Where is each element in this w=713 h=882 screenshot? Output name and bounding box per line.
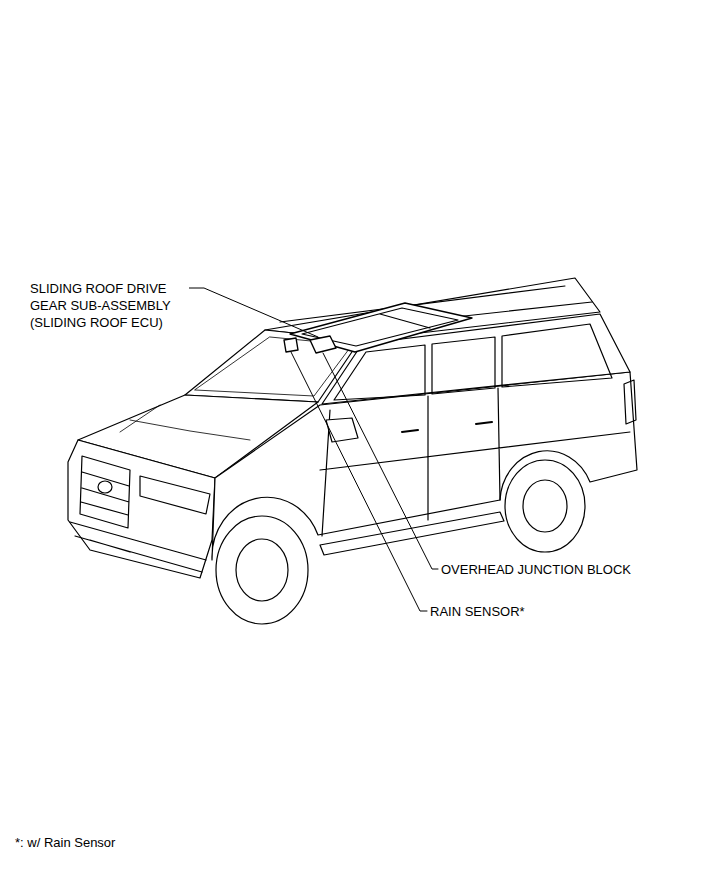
front-tire xyxy=(216,516,308,624)
rear-tire xyxy=(505,460,585,552)
footnote: *: w/ Rain Sensor xyxy=(14,834,116,851)
rain-sensor xyxy=(284,338,298,352)
overhead-junction-block xyxy=(310,336,336,353)
bumper xyxy=(70,522,206,572)
headlight xyxy=(140,476,210,514)
grille xyxy=(80,456,130,528)
leader-line xyxy=(323,353,438,569)
leader-line xyxy=(291,352,427,611)
door-handle xyxy=(402,422,492,432)
sliding-roof-frame xyxy=(290,303,472,352)
rear-wheel xyxy=(523,480,567,532)
part-label: OVERHEAD JUNCTION BLOCK xyxy=(440,561,632,578)
running-board xyxy=(320,512,504,555)
windshield-inner xyxy=(195,337,352,396)
mirror xyxy=(326,418,358,442)
rear-door-window xyxy=(432,337,495,394)
emblem xyxy=(98,481,112,493)
tail-light xyxy=(624,380,636,424)
front-door-window xyxy=(334,345,425,400)
hood-line xyxy=(120,405,250,440)
front-wheel xyxy=(236,539,288,601)
part-label: RAIN SENSOR* xyxy=(429,603,526,620)
part-label: SLIDING ROOF DRIVE GEAR SUB-ASSEMBLY (SL… xyxy=(29,280,189,331)
quarter-window xyxy=(502,324,612,387)
leader-line xyxy=(184,288,318,337)
front-face xyxy=(68,440,215,578)
